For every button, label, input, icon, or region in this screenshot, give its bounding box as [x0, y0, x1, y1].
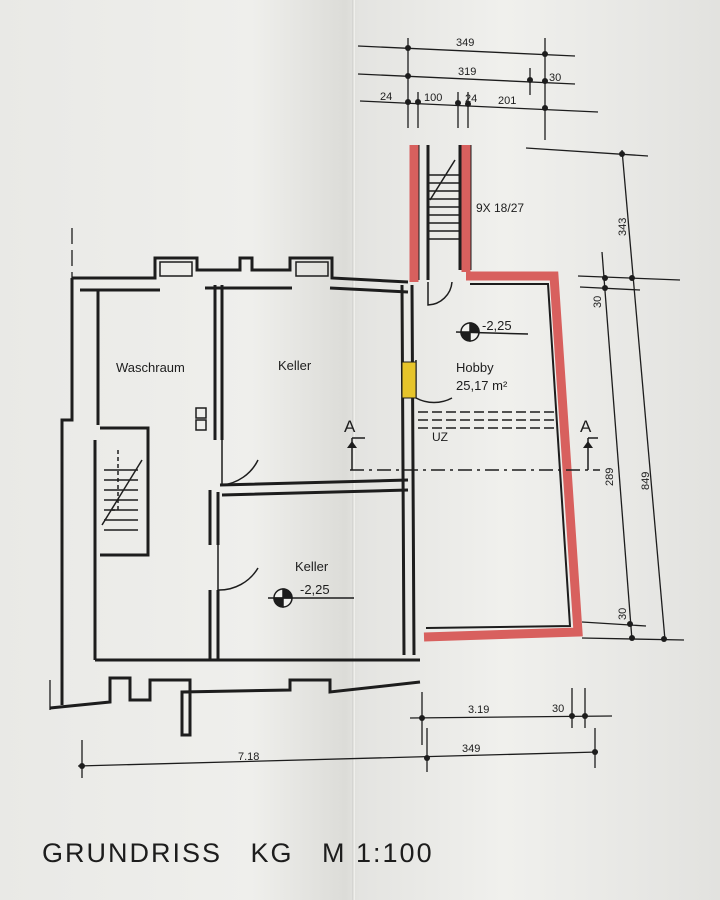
room-label-hobby: Hobby: [456, 360, 494, 375]
wall-mid-horizontal: [219, 478, 409, 497]
dim-top-30: 30: [549, 72, 561, 84]
outer-wall-top-inner: [80, 286, 409, 294]
drawing-title: GRUNDRISS KG M 1:100: [42, 838, 434, 868]
dim-top-319: 319: [458, 66, 476, 78]
dim-right-289: 289: [604, 468, 616, 486]
dim-top-349: 349: [456, 37, 474, 49]
section-marker-left: A: [344, 417, 356, 436]
room-label-keller-bottom: Keller: [295, 559, 329, 574]
wall-lower-left: [208, 490, 220, 660]
dim-right-30-bottom: 30: [617, 608, 629, 620]
room-label-keller-top: Keller: [278, 358, 312, 373]
outer-wall-left: [60, 278, 74, 705]
dim-bottom-349: 349: [462, 743, 480, 755]
outer-wall-bottom: [49, 676, 421, 737]
door-keller-bottom: [217, 545, 259, 591]
dim-right-343: 343: [617, 218, 629, 236]
paper-fold: [352, 0, 355, 900]
red-wall-stair: [409, 145, 471, 282]
stair-left-frame: [100, 426, 150, 557]
yellow-door-leaf: [401, 361, 417, 399]
dim-top-24a: 24: [380, 91, 392, 103]
dim-bottom-319: 3.19: [468, 704, 489, 716]
dim-bottom-718: 7.18: [238, 751, 259, 763]
section-marker-right: A: [580, 417, 592, 436]
outer-wall-top: [72, 256, 409, 284]
room-area-hobby: 25,17 m²: [456, 378, 508, 393]
red-wall-extension: [423, 271, 583, 642]
dim-right-30-top: 30: [592, 296, 604, 308]
room-label-waschraum: Waschraum: [116, 360, 185, 375]
stair-note: 9X 18/27: [476, 201, 524, 215]
red-wall-inner-line: [425, 283, 572, 629]
dim-top-24b: 24: [465, 93, 477, 105]
outer-wall-left-inner: [93, 290, 100, 660]
level-marker-keller: [268, 588, 354, 608]
wall-wasch-keller: [213, 285, 224, 440]
room-label-uz: UZ: [432, 430, 448, 444]
dim-right-849: 849: [640, 472, 652, 490]
door-hobby: [415, 360, 453, 404]
dim-top-201: 201: [498, 95, 516, 107]
dim-bottom-30: 30: [552, 703, 564, 715]
level-label-keller: -2,25: [300, 582, 330, 597]
door-stair: [427, 281, 453, 306]
level-marker-hobby: [455, 322, 529, 342]
door-keller-top: [221, 440, 259, 486]
dim-top-100: 100: [424, 92, 442, 104]
level-label-hobby: -2,25: [482, 318, 512, 333]
